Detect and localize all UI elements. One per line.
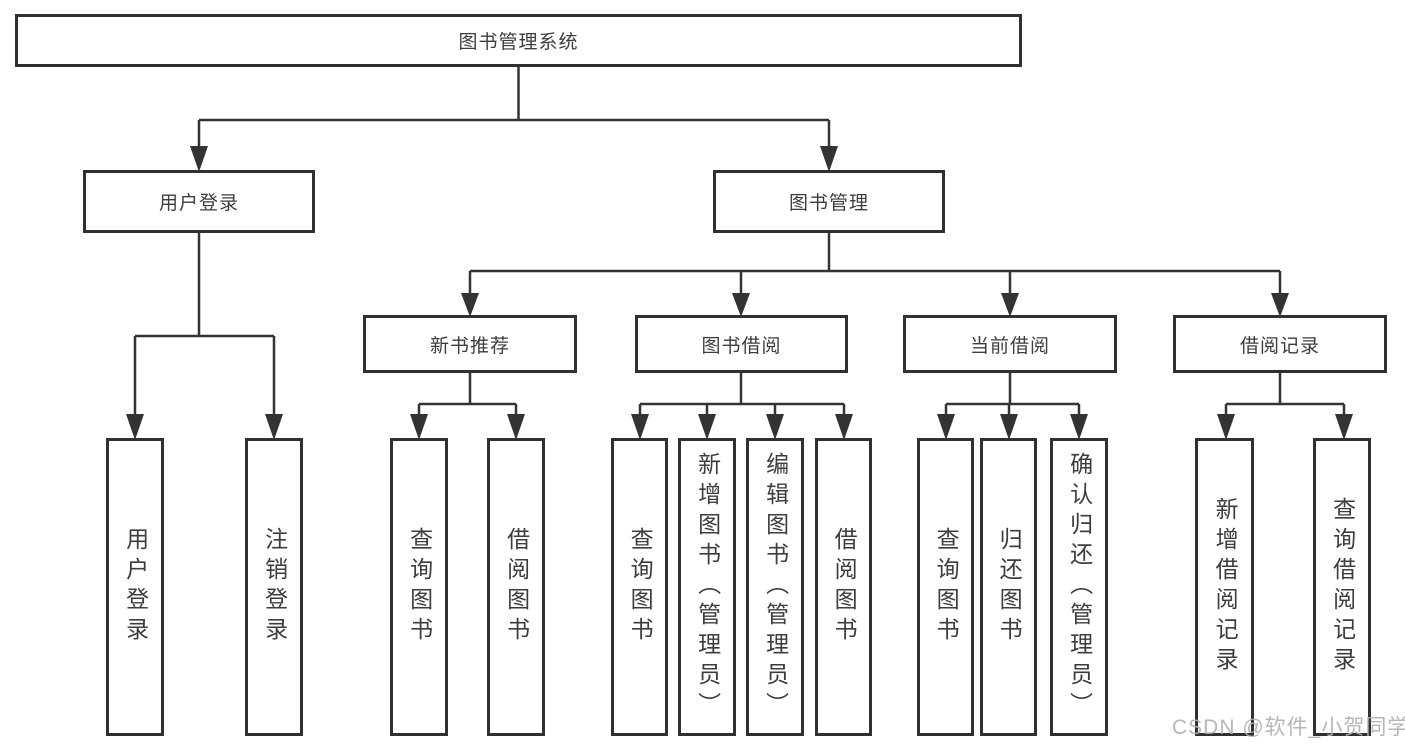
node-user-login: 用户登录	[83, 170, 315, 233]
leaf-label: 归还图书	[996, 527, 1023, 647]
leaf-label: 新增借阅记录	[1212, 497, 1239, 677]
node-current-borrowing: 当前借阅	[903, 315, 1117, 373]
arrowhead	[410, 414, 428, 440]
leaf-label: 借阅图书	[831, 527, 858, 647]
leaf-label: 查询图书	[406, 527, 433, 647]
arrowhead	[1335, 414, 1353, 440]
arrowhead	[766, 414, 784, 440]
connector-book-mgmt-to-level3	[468, 233, 1282, 295]
leaf-edit-books-admin: 编辑图书（管理员）	[746, 438, 804, 736]
node-book-borrowing: 图书借阅	[635, 315, 848, 373]
leaf-user-login: 用户登录	[106, 438, 164, 736]
connector-user-login-to-leaves	[133, 233, 276, 416]
node-library-management-system: 图书管理系统	[15, 14, 1022, 67]
arrowhead	[631, 414, 649, 440]
csdn-watermark: CSDN @软件_小贺同学	[1172, 716, 1405, 739]
node-new-book-recommendation: 新书推荐	[363, 315, 577, 373]
arrowhead	[265, 414, 283, 440]
arrowhead	[698, 414, 716, 440]
connector-current-borrow-to-leaves	[944, 373, 1081, 416]
arrowhead	[820, 146, 838, 172]
arrowhead	[507, 414, 525, 440]
leaf-borrow-books-1: 借阅图书	[487, 438, 545, 736]
leaf-label: 查询图书	[627, 527, 654, 647]
leaf-label: 查询借阅记录	[1329, 497, 1356, 677]
leaf-query-books-1: 查询图书	[390, 438, 448, 736]
leaf-label: 确认归还（管理员）	[1066, 452, 1093, 722]
arrowhead	[126, 414, 144, 440]
leaf-confirm-return-admin: 确认归还（管理员）	[1050, 438, 1108, 736]
leaf-label: 注销登录	[261, 527, 288, 647]
arrowhead	[1000, 414, 1018, 440]
leaf-label: 新增图书（管理员）	[694, 452, 721, 722]
leaf-query-borrow-record: 查询借阅记录	[1313, 438, 1371, 736]
leaf-logout: 注销登录	[245, 438, 303, 736]
leaf-label: 用户登录	[122, 527, 149, 647]
arrowhead	[937, 414, 955, 440]
arrowhead	[1217, 414, 1235, 440]
arrowhead	[1070, 414, 1088, 440]
connector-borrow-record-to-leaves	[1224, 373, 1346, 416]
leaf-query-books-2: 查询图书	[611, 438, 668, 736]
arrowhead	[461, 293, 479, 317]
connector-new-book-to-leaves	[417, 373, 518, 416]
leaf-label: 借阅图书	[503, 527, 530, 647]
arrowhead	[190, 146, 208, 172]
leaf-return-books: 归还图书	[980, 438, 1037, 736]
node-borrowing-records: 借阅记录	[1173, 315, 1387, 373]
leaf-label: 编辑图书（管理员）	[762, 452, 789, 722]
connector-book-borrow-to-leaves	[638, 373, 846, 416]
arrowhead	[835, 414, 853, 440]
arrowhead	[732, 293, 750, 317]
leaf-label: 查询图书	[933, 527, 960, 647]
connector-root-to-level2	[197, 67, 831, 148]
leaf-query-books-3: 查询图书	[917, 438, 974, 736]
node-book-management: 图书管理	[713, 170, 945, 233]
arrowhead	[1271, 293, 1289, 317]
leaf-add-books-admin: 新增图书（管理员）	[678, 438, 736, 736]
arrowhead	[1001, 293, 1019, 317]
leaf-add-borrow-record: 新增借阅记录	[1195, 438, 1254, 736]
leaf-borrow-books-2: 借阅图书	[815, 438, 872, 736]
